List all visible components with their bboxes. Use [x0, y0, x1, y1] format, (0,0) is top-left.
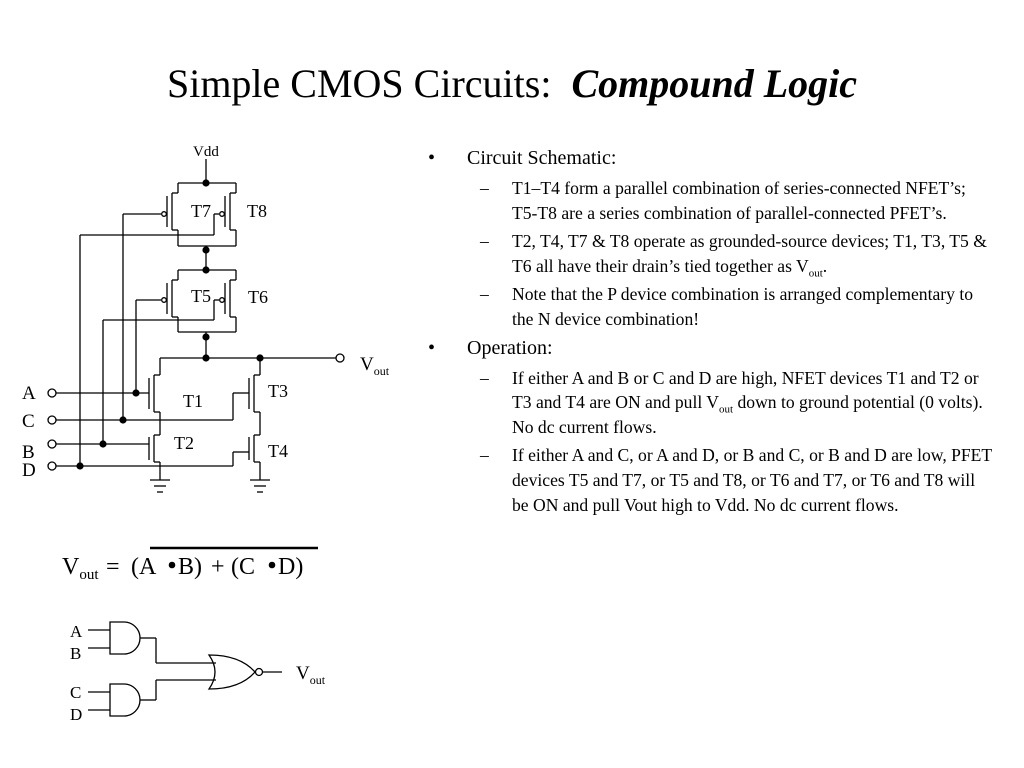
- sub-bullet: –If either A and C, or A and D, or B and…: [480, 445, 992, 515]
- svg-text:B): B): [178, 554, 202, 580]
- nmos-network: [56, 358, 270, 493]
- explanation-notes: •Circuit Schematic: –T1–T4 form a parall…: [424, 146, 994, 521]
- vdd-label: Vdd: [193, 144, 219, 160]
- input-d-label: D: [22, 460, 36, 481]
- transistor-t2: [56, 430, 170, 493]
- bullet-circuit-schematic: •Circuit Schematic:: [428, 147, 617, 169]
- t4-label: T4: [268, 441, 288, 461]
- svg-text:Vout: Vout: [62, 554, 99, 583]
- t8-label: T8: [247, 201, 267, 221]
- t6-label: T6: [248, 287, 268, 307]
- sub-bullet: –If either A and B or C and D are high, …: [480, 367, 983, 437]
- equation: Vout = (A B) + (C D): [62, 554, 303, 583]
- slide-title: Simple CMOS Circuits: Compound Logic: [0, 58, 1024, 110]
- input-terminals: [47, 388, 140, 471]
- output-node: [160, 353, 345, 363]
- t2-label: T2: [174, 433, 194, 453]
- sub-bullet: –T2, T4, T7 & T8 operate as grounded-sou…: [480, 231, 987, 280]
- transistor-t4: [56, 430, 270, 493]
- svg-text:D): D): [278, 554, 303, 580]
- title-italic: Compound Logic: [571, 61, 858, 106]
- transistor-t1: [56, 358, 161, 430]
- t7-label: T7: [191, 201, 211, 221]
- gate-input-b: B: [70, 644, 81, 663]
- gate-input-c: C: [70, 683, 81, 702]
- transistor-t7: [122, 183, 179, 420]
- t5-label: T5: [191, 286, 211, 306]
- transistor-t8: [79, 183, 237, 466]
- input-c-label: C: [22, 411, 35, 432]
- input-a-label: A: [22, 383, 36, 404]
- svg-text:+: +: [211, 554, 225, 580]
- vout-label: Vout: [360, 354, 390, 378]
- svg-text:(A: (A: [131, 554, 157, 580]
- title-main: Simple CMOS Circuits:: [166, 61, 552, 106]
- gate-input-a: A: [70, 622, 83, 641]
- transistor-t3: [56, 358, 261, 430]
- svg-text:=: =: [106, 554, 120, 580]
- sub-bullet: –T1–T4 form a parallel combination of se…: [480, 178, 966, 223]
- svg-text:(C: (C: [231, 554, 255, 580]
- sub-bullet: –Note that the P device combination is a…: [480, 284, 974, 329]
- gate-output-label: Vout: [296, 663, 326, 687]
- pmos-network: [79, 159, 237, 466]
- input-b-label: B: [22, 442, 35, 463]
- gate-diagram: [88, 621, 282, 717]
- transistor-t6: [102, 270, 237, 444]
- bullet-operation: •Operation:: [428, 336, 553, 359]
- gate-input-d: D: [70, 705, 82, 724]
- t3-label: T3: [268, 381, 288, 401]
- t1-label: T1: [183, 391, 203, 411]
